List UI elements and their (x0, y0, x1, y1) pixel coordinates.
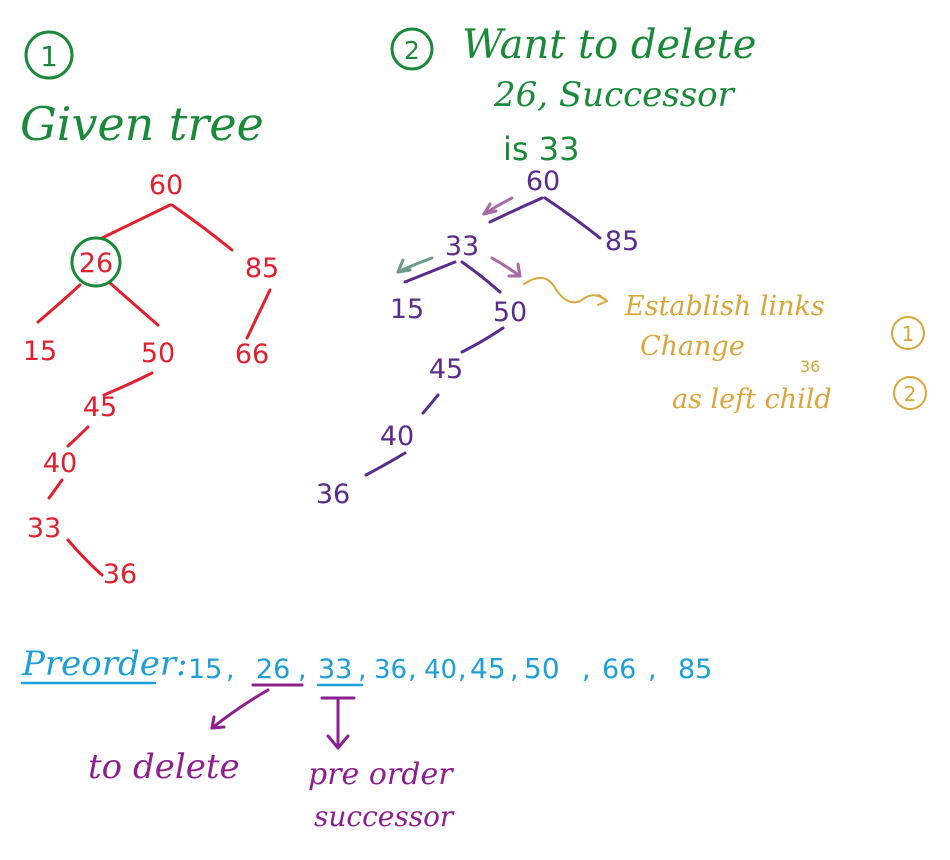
tree2-node-60: 60 (526, 166, 560, 197)
tree1-edge-60-85 (170, 203, 234, 252)
tree1-nodes: 60 26 85 15 50 66 45 40 33 36 (23, 170, 279, 590)
preorder-value: 50 (524, 652, 560, 685)
tree1-node-36: 36 (103, 559, 137, 590)
tree1-edges (36, 203, 272, 577)
note-line1: Establish links (624, 291, 825, 322)
tree2-node-85: 85 (605, 226, 639, 257)
tree2-edge-33-50 (460, 260, 502, 294)
tree2-node-33: 33 (445, 231, 479, 262)
preorder-arrows (210, 688, 356, 750)
tree2-edge-60-85 (543, 196, 602, 240)
tree2-edge-60-33 (488, 196, 544, 224)
note-mark2-circle (893, 376, 927, 410)
delete-label: to delete (88, 747, 240, 787)
tree2-edge-45-40 (421, 393, 440, 415)
tree2-nodes: 60 33 85 15 50 45 40 36 (316, 166, 639, 510)
tree1-edge-45-40 (66, 425, 90, 448)
tree2-node-45: 45 (429, 354, 463, 385)
tree1-edge-26-50 (108, 281, 160, 327)
preorder-value: 36 (374, 655, 407, 685)
tree1-edge-33-36 (66, 538, 104, 577)
section2-number: 2 (404, 36, 420, 65)
tree1-node-26-highlight (70, 236, 122, 288)
preorder-value: 45 (470, 652, 506, 685)
preorder-separator: , (226, 654, 235, 685)
section2-line3: is 33 (503, 130, 579, 168)
successor-arrowhead (326, 734, 350, 750)
preorder-value: 85 (678, 654, 712, 685)
preorder-separator: , (648, 654, 657, 685)
tree1-node-66: 66 (235, 339, 269, 370)
tree2-arrows (396, 196, 522, 278)
successor-label-line2: successor (314, 800, 455, 833)
section2-line2: 26, Successor (493, 75, 736, 115)
tree2-arrowhead-left-top (482, 202, 498, 216)
section2-line1: Want to delete (462, 22, 756, 68)
note-arrowhead (597, 294, 608, 306)
section1-header: 1 Given tree (20, 30, 264, 151)
tree1-node-45: 45 (83, 392, 117, 423)
note-arrow (523, 277, 608, 304)
preorder-label: Preorder: (21, 644, 188, 684)
tree1-node-60: 60 (149, 170, 183, 201)
tree1-edge-60-26 (100, 203, 172, 240)
tree1-node-85: 85 (245, 253, 279, 284)
section2-note: Establish links 1 Change 36 as left chil… (523, 277, 927, 415)
tree2-edge-40-36 (364, 451, 407, 477)
section1-number: 1 (40, 40, 58, 73)
tree1-edge-50-45 (102, 371, 154, 397)
section2-number-circle (390, 27, 434, 71)
preorder-separator: , (458, 654, 467, 685)
tree2-node-15: 15 (390, 294, 424, 325)
tree1-edge-40-33 (47, 478, 64, 500)
note-mark1-circle (891, 316, 925, 350)
tree2-arrowhead-left-mid (396, 258, 412, 274)
tree1-node-33: 33 (27, 513, 61, 544)
note-mark2: 2 (904, 382, 917, 406)
preorder-separator: , (510, 654, 519, 685)
tree2-node-50: 50 (493, 297, 527, 328)
delete-arrowhead (210, 715, 226, 730)
preorder-separator: , (358, 654, 367, 685)
tree1-edge-26-15 (36, 283, 82, 324)
note-line2: Change (640, 331, 745, 362)
note-line3: as left child (672, 384, 832, 415)
section1-number-circle (24, 30, 74, 80)
tree2-edge-33-15 (403, 260, 457, 284)
section2-header: 2 Want to delete 26, Successor is 33 (390, 22, 756, 168)
tree2-node-40: 40 (380, 421, 414, 452)
tree2-edge-50-45 (460, 326, 505, 354)
preorder-section: Preorder: 15 , 26 , 33 , 36 , 40 , 45 , … (20, 644, 712, 833)
tree2-edges (364, 196, 602, 477)
preorder-value: 66 (602, 654, 636, 685)
preorder-separator: , (582, 654, 591, 685)
note-mark1: 1 (902, 322, 915, 346)
tree2-arrow-right-mid (490, 256, 522, 278)
tree1-node-40: 40 (43, 448, 77, 479)
preorder-value: 33 (318, 654, 352, 685)
preorder-separator: , (408, 654, 417, 685)
tree1-edge-85-66 (245, 288, 272, 340)
successor-label-line1: pre order (308, 757, 454, 792)
tree1-node-26: 26 (79, 248, 113, 279)
note-line2-value: 36 (800, 357, 820, 376)
delete-arrow (210, 688, 270, 730)
tree1-node-15: 15 (23, 336, 57, 367)
preorder-value: 26 (256, 654, 290, 685)
preorder-separator: , (298, 654, 307, 685)
section1-title: Given tree (20, 97, 264, 151)
preorder-value: 15 (188, 654, 222, 685)
preorder-values: 15 , 26 , 33 , 36 , 40 , 45 , 50 , 66 , … (188, 652, 712, 685)
tree2-arrowhead-right-mid (507, 262, 522, 278)
preorder-value: 40 (424, 655, 457, 685)
tree2-node-36: 36 (316, 479, 350, 510)
tree1-node-50: 50 (141, 338, 175, 369)
